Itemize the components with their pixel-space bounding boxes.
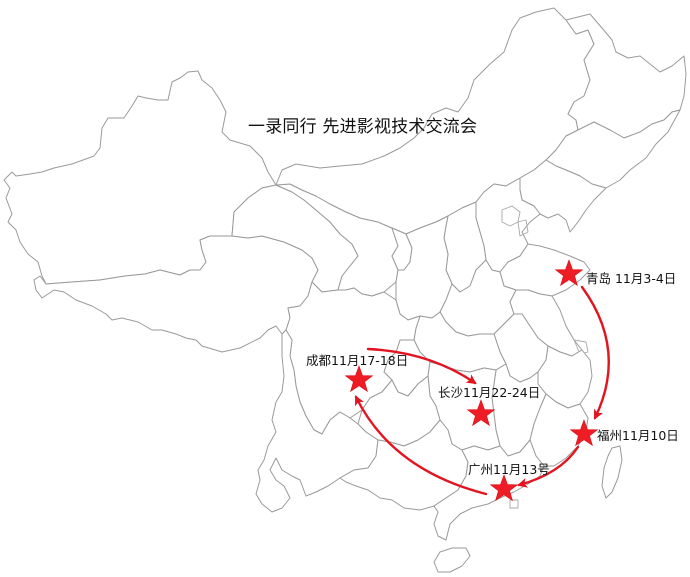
star-icon-changsha[interactable] — [466, 399, 496, 427]
label-qingdao: 青岛 11月3-4日 — [586, 271, 677, 286]
star-icon-guangzhou[interactable] — [489, 474, 519, 502]
label-changsha: 长沙11月22-24日 — [438, 385, 541, 400]
province-taiwan — [601, 445, 623, 499]
province-hainan — [433, 547, 471, 573]
route-guangzhou-chengdu — [354, 395, 488, 496]
route-chengdu-changsha — [366, 347, 477, 385]
route-fuzhou-guangzhou — [517, 445, 580, 488]
province-shanghai — [573, 339, 589, 355]
province-tianjin — [517, 219, 529, 237]
province-yunnan — [255, 329, 379, 513]
star-icon-chengdu[interactable] — [344, 365, 374, 393]
label-fuzhou: 福州11月10日 — [597, 428, 679, 443]
star-icon-fuzhou[interactable] — [569, 419, 599, 447]
label-chengdu: 成都11月17-18日 — [306, 353, 409, 368]
route-arrows — [354, 285, 610, 496]
province-guangdong — [433, 439, 545, 541]
province-fujian — [529, 393, 589, 467]
star-icon-qingdao[interactable] — [554, 259, 584, 287]
map-title: 一录同行 先进影视技术交流会 — [248, 117, 478, 137]
city-markers — [344, 259, 599, 502]
region-hongkong-macau — [509, 499, 519, 509]
label-guangzhou: 广州11月13号 — [468, 462, 550, 477]
route-qingdao-fuzhou — [580, 285, 610, 420]
province-xinjiang — [3, 70, 277, 285]
